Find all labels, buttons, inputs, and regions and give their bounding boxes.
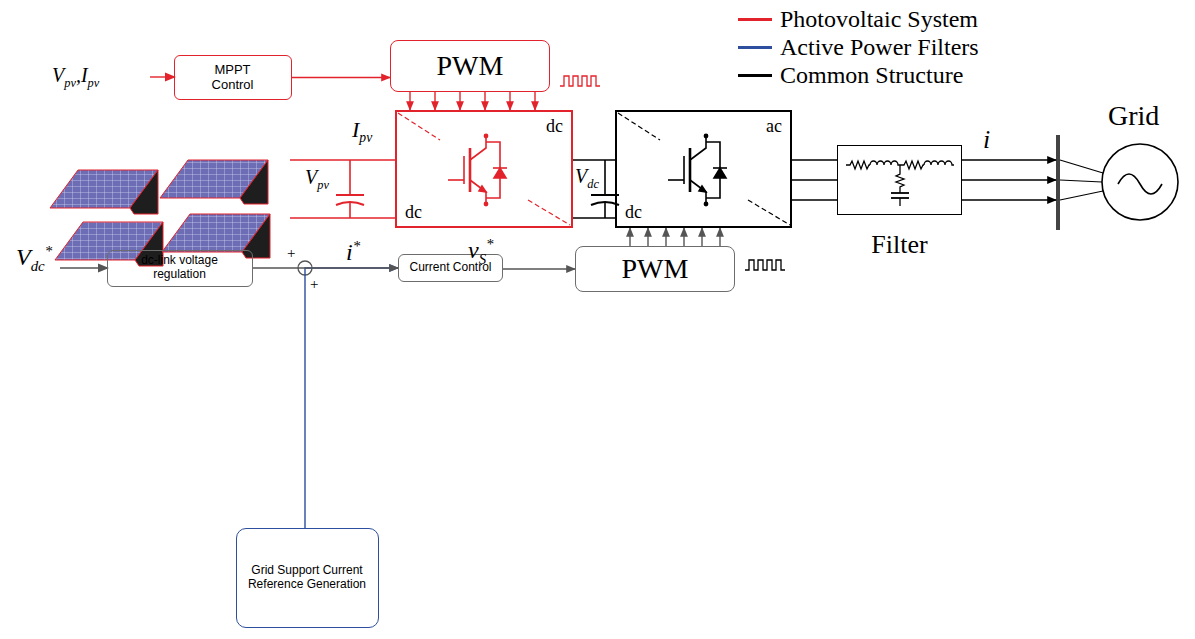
pwm-box: PWM bbox=[575, 246, 735, 292]
connector bbox=[683, 228, 684, 246]
dc-ac-switch bbox=[618, 113, 790, 225]
grid-source bbox=[1056, 135, 1178, 230]
node-text: dc bbox=[405, 202, 422, 223]
legend-text: Photovoltaic System bbox=[780, 6, 978, 33]
connector bbox=[305, 268, 398, 528]
signal-name: i bbox=[983, 126, 990, 155]
connector bbox=[573, 217, 615, 219]
connector bbox=[962, 179, 1056, 180]
node-text: dc-link voltage regulation bbox=[118, 254, 242, 282]
signal-name: vS* bbox=[468, 236, 494, 267]
legend-swatch bbox=[738, 18, 772, 21]
sign-mark: + bbox=[287, 245, 295, 262]
pwm-pulse-symbol bbox=[745, 260, 785, 270]
legend-item: Common Structure bbox=[738, 62, 963, 89]
connector bbox=[629, 228, 630, 246]
connector bbox=[665, 228, 666, 246]
connector bbox=[701, 228, 702, 246]
connector bbox=[509, 92, 510, 110]
sign-mark: + bbox=[310, 276, 318, 293]
legend-item: Active Power Filters bbox=[738, 34, 979, 61]
node-text: PWM bbox=[437, 50, 504, 82]
connector bbox=[647, 228, 648, 246]
connector bbox=[484, 92, 485, 110]
connector bbox=[409, 92, 410, 110]
legend-swatch bbox=[738, 74, 772, 77]
grid-node: Grid bbox=[1054, 100, 1185, 232]
signal-name: Vdc* bbox=[16, 243, 52, 274]
node-text: dc bbox=[546, 116, 563, 137]
node-text: PWM bbox=[622, 253, 689, 285]
pv-capacitor bbox=[290, 160, 395, 218]
control-box: MPPT Control bbox=[174, 55, 292, 100]
signal-name: Vdc bbox=[575, 165, 599, 192]
reference-box: Grid Support Current Reference Generatio… bbox=[236, 528, 379, 628]
legend-text: Common Structure bbox=[780, 62, 963, 89]
input-arrows bbox=[60, 77, 175, 268]
dc-dc-switch bbox=[398, 113, 570, 225]
connector bbox=[534, 92, 535, 110]
legend-item: Photovoltaic System bbox=[738, 6, 978, 33]
signal-name: Vpv bbox=[305, 166, 329, 193]
dc-ac-inverter: ac dc bbox=[615, 110, 792, 228]
connector bbox=[253, 267, 399, 268]
connector bbox=[292, 77, 391, 78]
node-heading: Grid bbox=[1108, 100, 1159, 132]
connector bbox=[962, 199, 1056, 200]
control-box: dc-link voltage regulation bbox=[107, 250, 253, 287]
connector bbox=[719, 228, 720, 246]
pwm-box: PWM bbox=[390, 40, 550, 92]
node-text: MPPT Control bbox=[197, 63, 269, 93]
signal-name: Vpv,Ipv bbox=[52, 64, 99, 91]
connector bbox=[503, 268, 575, 269]
node-text: ac bbox=[766, 116, 782, 137]
dc-dc-converter: dc dc bbox=[395, 110, 573, 228]
connector bbox=[962, 159, 1056, 160]
connector bbox=[792, 199, 837, 201]
legend-swatch bbox=[738, 46, 772, 49]
node-heading: Filter bbox=[838, 230, 961, 260]
node-text: Grid Support Current Reference Generatio… bbox=[245, 564, 370, 592]
filter-box: Filter bbox=[837, 145, 962, 215]
connector bbox=[792, 159, 837, 161]
pwm-pulse-symbol bbox=[560, 76, 600, 86]
signal-name: Ipv bbox=[352, 118, 372, 145]
connector bbox=[459, 92, 460, 110]
connector bbox=[573, 159, 615, 161]
connector bbox=[792, 179, 837, 181]
control-box: Current Control bbox=[398, 254, 503, 282]
signal-name: i* bbox=[346, 238, 360, 265]
legend-text: Active Power Filters bbox=[780, 34, 979, 61]
lcl-filter-symbol bbox=[846, 161, 954, 206]
node-text: dc bbox=[625, 202, 642, 223]
connector bbox=[434, 92, 435, 110]
